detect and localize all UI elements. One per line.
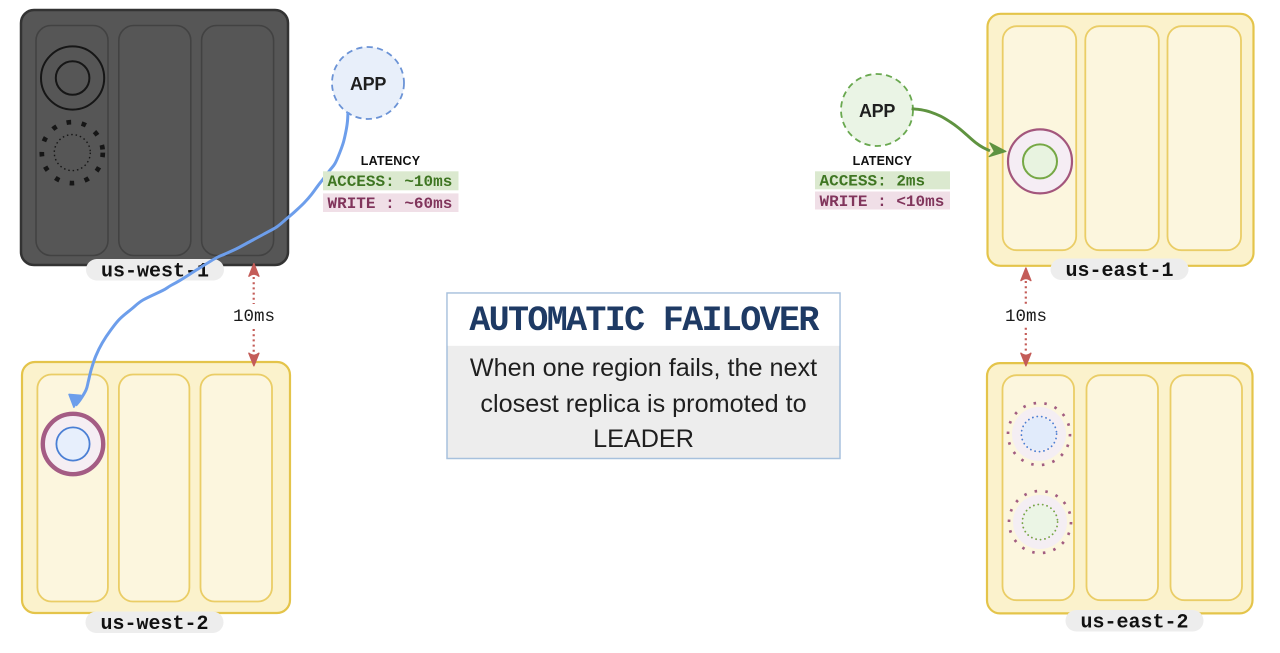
svg-text:LEADER: LEADER <box>593 425 694 453</box>
svg-text:When one region fails, the nex: When one region fails, the next <box>470 354 817 382</box>
svg-text:WRITE : <10ms: WRITE : <10ms <box>820 193 945 211</box>
svg-text:APP: APP <box>859 101 895 121</box>
svg-text:10ms: 10ms <box>233 307 275 327</box>
svg-text:ACCESS: 2ms: ACCESS: 2ms <box>820 173 926 191</box>
svg-text:us-east-1: us-east-1 <box>1065 260 1173 283</box>
svg-text:us-west-2: us-west-2 <box>100 613 208 636</box>
svg-text:LATENCY: LATENCY <box>361 154 421 168</box>
svg-text:ACCESS: ~10ms: ACCESS: ~10ms <box>328 173 453 191</box>
svg-text:closest replica is promoted to: closest replica is promoted to <box>480 390 806 418</box>
svg-text:us-east-2: us-east-2 <box>1080 612 1188 635</box>
svg-text:AUTOMATIC FAILOVER: AUTOMATIC FAILOVER <box>469 301 819 341</box>
svg-text:WRITE : ~60ms: WRITE : ~60ms <box>328 195 453 213</box>
svg-text:APP: APP <box>350 74 386 94</box>
svg-text:10ms: 10ms <box>1005 307 1047 327</box>
svg-text:LATENCY: LATENCY <box>853 154 913 168</box>
